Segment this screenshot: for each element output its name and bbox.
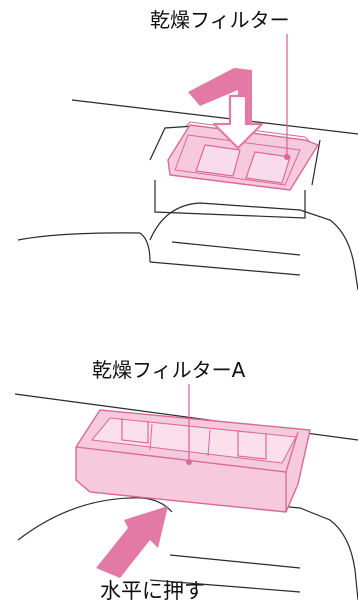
top-filter xyxy=(167,121,320,191)
insert-down-arrow-icon xyxy=(188,68,264,150)
bottom-body-inner-line-2 xyxy=(149,579,301,593)
top-illustration xyxy=(17,99,358,291)
bottom-filter-a xyxy=(75,409,311,513)
top-filter-slot-left xyxy=(195,144,241,177)
bottom-filter-tab-right xyxy=(237,430,267,460)
push-instruction-label: 水平に押す xyxy=(100,579,205,603)
filter-a-callout-label: 乾燥フィルターA xyxy=(92,358,246,382)
top-body-inner-line-2 xyxy=(149,261,301,276)
bottom-filter-divider xyxy=(149,423,211,457)
top-device-edge-line xyxy=(71,99,358,135)
bottom-filter-tab-left xyxy=(121,418,149,444)
top-body-curve-left xyxy=(17,232,151,263)
filter-callout-label: 乾燥フィルター xyxy=(150,8,290,32)
bottom-body-curve-left xyxy=(17,497,173,541)
top-filter-slot-right xyxy=(245,151,291,184)
top-body-inner-line-1 xyxy=(171,241,301,256)
push-horizontal-arrow-icon xyxy=(96,506,168,578)
top-body-outline xyxy=(149,202,358,291)
top-housing-right xyxy=(311,139,321,186)
bottom-body-inner-line-1 xyxy=(169,554,301,569)
top-slot-frame xyxy=(154,180,306,219)
top-housing-left xyxy=(149,125,196,161)
